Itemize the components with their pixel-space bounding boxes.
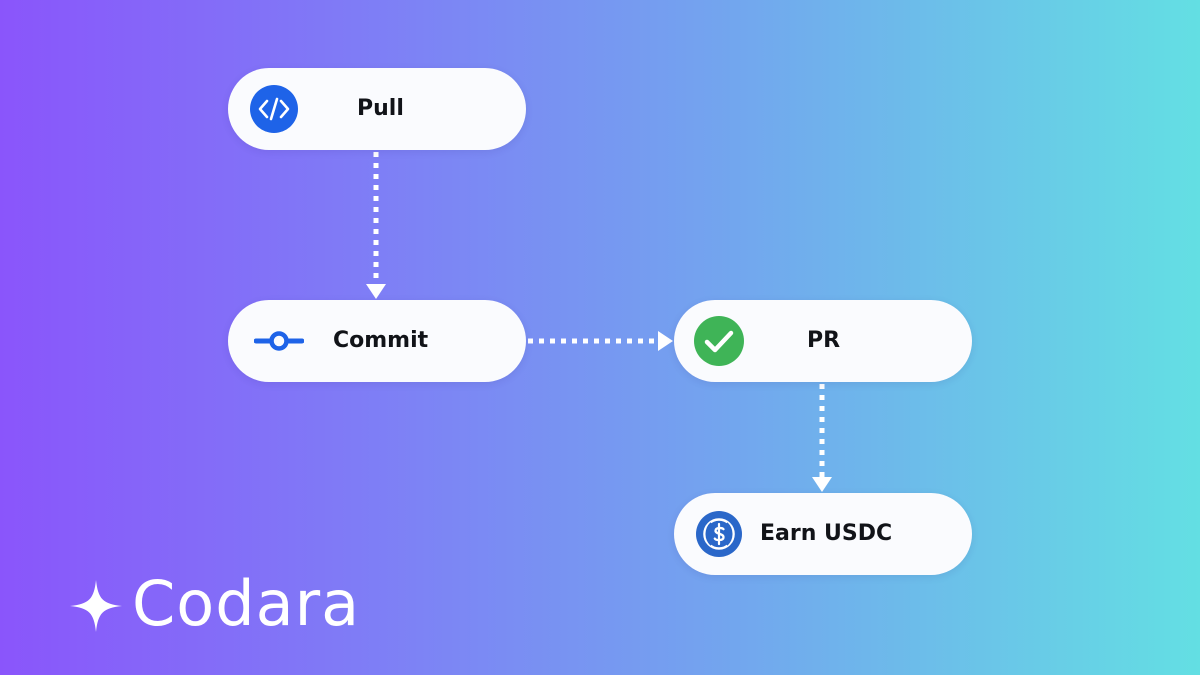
sparkle-icon	[70, 580, 122, 632]
node-label-pr: PR	[807, 328, 841, 353]
arrowhead-icon	[658, 331, 673, 351]
git-commit-icon	[254, 331, 304, 351]
code-brackets-icon	[250, 85, 298, 133]
arrowhead-icon	[812, 477, 832, 492]
edge-commit-to-pr	[528, 331, 673, 351]
node-label-commit: Commit	[333, 328, 429, 353]
node-pull: Pull	[228, 68, 526, 150]
edge-pr-to-earn	[812, 384, 832, 492]
usdc-coin-icon	[696, 511, 742, 557]
node-label-earn-usdc: Earn USDC	[760, 521, 893, 546]
arrowhead-icon	[366, 284, 386, 299]
edge-pull-to-commit	[366, 152, 386, 299]
node-commit: Commit	[228, 300, 526, 382]
check-circle-icon	[694, 316, 744, 366]
brand-name: Codara	[132, 567, 361, 640]
node-label-pull: Pull	[357, 96, 404, 121]
node-pr: PR	[674, 300, 972, 382]
node-earn-usdc: Earn USDC	[674, 493, 972, 575]
